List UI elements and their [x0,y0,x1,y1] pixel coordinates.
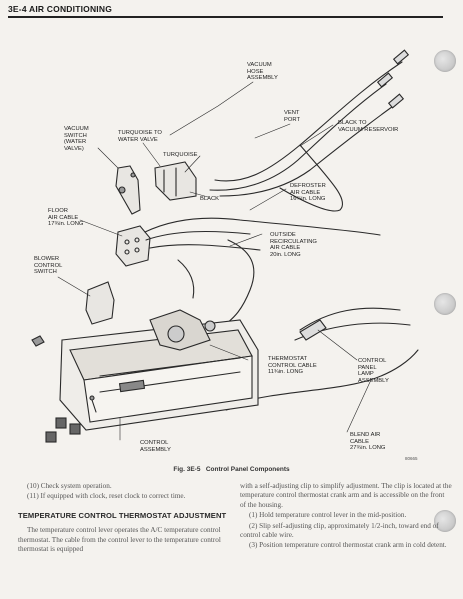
figure-code: 80665 [405,456,418,461]
text-column-left: (10) Check system operation. (11) If equ… [18,482,232,555]
vacuum-switch [115,165,141,215]
panel-lamp [299,319,327,341]
vacuum-hose-2 [209,83,387,191]
right-paragraph-3: (2) Slip self-adjusting clip, approximat… [240,521,439,540]
binder-hole-bottom [434,510,456,532]
binder-hole-middle [434,293,456,315]
section-heading: TEMPERATURE CONTROL THERMOSTAT ADJUSTMEN… [18,510,227,520]
figure-caption: Fig. 3E-5 Control Panel Components [0,466,463,473]
label-turquoise: TURQUOISE [163,152,198,158]
right-paragraph-4: (3) Position temperature control thermos… [249,541,447,550]
blower-switch [85,281,115,325]
black-hose [279,144,344,212]
binder-hole-top [434,50,456,72]
text-column-right: with a self-adjusting clip to simplify a… [240,482,452,552]
vacuum-hose-3 [219,103,397,197]
caption-number: Fig. 3E-5 [173,466,201,473]
label-black: BLACK [200,196,220,202]
right-paragraph-2: (1) Hold temperature control lever in th… [249,511,407,520]
page-header: 3E-4 AIR CONDITIONING [8,4,113,14]
right-paragraph-1: with a self-adjusting clip to simplify a… [240,482,452,509]
blend-air-cable [229,349,419,406]
left-paragraph-1: (10) Check system operation. [27,482,112,490]
thermostat-cable [299,307,401,331]
control-panel-diagram [31,49,419,443]
header-rule [8,16,443,18]
left-paragraph-3: The temperature control lever operates t… [18,526,221,554]
left-paragraph-2: (11) If equipped with clock, reset clock… [27,492,186,501]
blower-connector [115,225,151,267]
caption-title: Control Panel Components [205,466,290,473]
outside-recirc-cable [224,239,255,326]
